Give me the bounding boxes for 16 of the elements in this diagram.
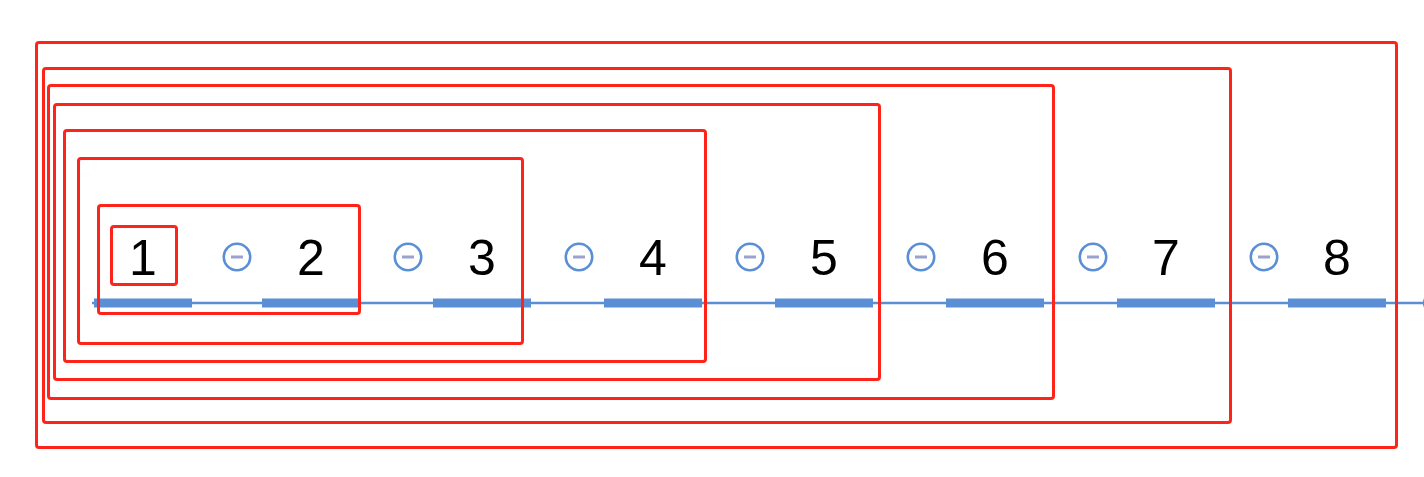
number-label: 5 xyxy=(810,233,838,283)
number-label: 4 xyxy=(639,233,667,283)
grouping-frame xyxy=(35,41,1398,449)
grouping-frame xyxy=(53,103,881,381)
number-label: 8 xyxy=(1323,233,1351,283)
number-label: 6 xyxy=(981,233,1009,283)
number-label: 2 xyxy=(297,233,325,283)
grouping-frame xyxy=(77,157,524,345)
number-label: 1 xyxy=(129,233,157,283)
grouping-frame xyxy=(42,67,1232,424)
grouping-frame xyxy=(63,129,707,363)
grouping-frame xyxy=(97,204,361,315)
number-label: 7 xyxy=(1152,233,1180,283)
number-label: 3 xyxy=(468,233,496,283)
grouping-frame xyxy=(110,225,178,286)
grouping-frame xyxy=(47,84,1055,400)
